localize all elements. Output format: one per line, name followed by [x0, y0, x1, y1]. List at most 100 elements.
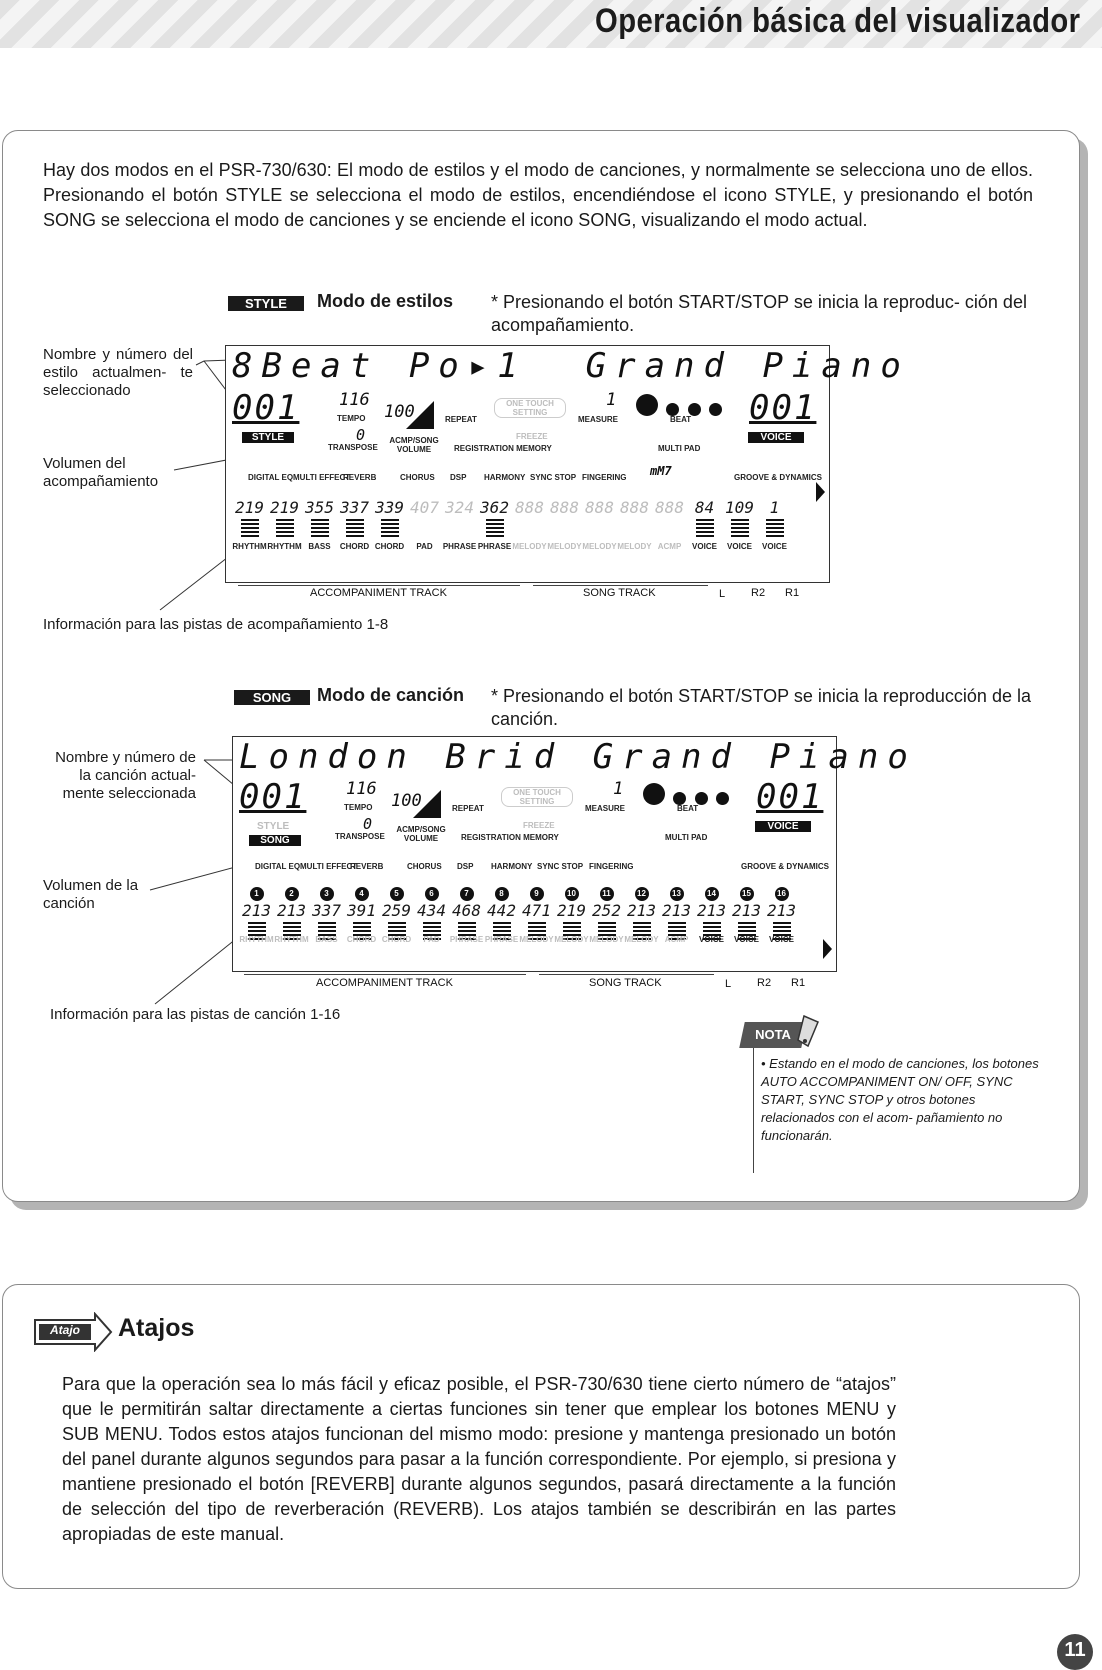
part-label: PAD [416, 542, 433, 551]
volume-readout: 100 [391, 791, 422, 811]
atajos-panel [2, 1284, 1080, 1589]
track-value: 219 [235, 498, 264, 517]
groove-label: GROOVE & DYNAMICS [734, 473, 823, 482]
digital-eq-label: DIGITAL EQ [255, 862, 301, 871]
track-value: 219 [270, 498, 299, 517]
track-value: 213 [242, 901, 271, 920]
part-label: CHORD [339, 542, 370, 551]
part-label: VOICE [692, 542, 717, 551]
part-label: MELODY [582, 542, 617, 551]
song-track-label: SONG TRACK [583, 587, 656, 599]
part-label: PHRASE [477, 542, 512, 551]
part-label: BASS [315, 935, 338, 944]
right-arrow-icon [816, 482, 825, 502]
nota-text: • Estando en el modo de canciones, los b… [761, 1056, 1039, 1143]
freeze-label: FREEZE [523, 821, 555, 830]
transpose-readout: 0 [356, 426, 366, 444]
multi-pad-label: MULTI PAD [658, 444, 701, 453]
voice-icon-on: VOICE [755, 821, 811, 832]
reverb-label: REVERB [350, 862, 384, 871]
style-callout-tracks: Información para las pistas de acompañam… [43, 616, 389, 633]
part-label: MELODY [617, 542, 652, 551]
track-value: 109 [725, 498, 754, 517]
song-part-labels: RHYTHM RHYTHM BASS CHORD CHORD PAD PHRAS… [239, 935, 799, 944]
beat-indicator [643, 783, 730, 810]
style-name-readout: 8Beat Po▸1 Grand Piano [232, 346, 910, 386]
track-value: 213 [732, 901, 761, 920]
track-value: 213 [697, 901, 726, 920]
tempo-readout: 116 [346, 779, 377, 799]
song-callout-volume: Volumen de la canción [43, 877, 139, 912]
track-value: 259 [382, 901, 411, 920]
groove-label: GROOVE & DYNAMICS [741, 862, 830, 871]
one-touch-label: ONE TOUCH SETTING [494, 398, 566, 418]
registration-label: REGISTRATION MEMORY [454, 444, 552, 453]
dsp-label: DSP [450, 473, 467, 482]
sync-stop-label: SYNC STOP [537, 862, 584, 871]
volume-wedge-icon [413, 790, 441, 818]
part-label: RHYTHM [239, 935, 274, 944]
track-value: 355 [305, 498, 334, 517]
acmp-volume-label: ACMP/SONG VOLUME [389, 436, 439, 454]
r1-label: R1 [785, 587, 800, 599]
track-value: 252 [592, 901, 621, 920]
dsp-label: DSP [457, 862, 474, 871]
part-label: MELODY [589, 935, 624, 944]
part-label: VOICE [762, 542, 787, 551]
acmp-volume-label: ACMP/SONG VOLUME [396, 825, 446, 843]
style-number-readout: 001 [232, 388, 300, 428]
r2-label: R2 [751, 587, 766, 599]
style-lcd-display: 8Beat Po▸1 Grand Piano 001 116 TEMPO 100… [225, 345, 901, 583]
tempo-label: TEMPO [337, 414, 366, 423]
atajo-badge-label: Atajo [50, 1323, 80, 1337]
part-label: PHRASE [484, 935, 519, 944]
style-callout-volume: Volumen del acompañamiento [43, 455, 159, 490]
part-label: CHORD [346, 935, 377, 944]
part-label: CHORD [374, 542, 405, 551]
part-label: VOICE [727, 542, 752, 551]
tempo-label: TEMPO [344, 803, 373, 812]
song-mode-note: * Presionando el botón START/STOP se ini… [491, 686, 1031, 729]
style-mode-title: Modo de estilos [317, 291, 454, 311]
song-track-underline [533, 585, 708, 586]
registration-label: REGISTRATION MEMORY [461, 833, 559, 842]
track-value: 1 [769, 498, 780, 517]
track-value: 442 [487, 901, 516, 920]
fingering-label: FINGERING [582, 473, 627, 482]
track-value: 324 [445, 498, 474, 517]
voice-number-readout: 001 [756, 777, 824, 817]
song-track-underline [539, 974, 714, 975]
part-label: RHYTHM [274, 935, 309, 944]
freeze-label: FREEZE [516, 432, 548, 441]
track-value: 391 [347, 901, 376, 920]
main-panel [2, 130, 1080, 1202]
repeat-label: REPEAT [445, 415, 477, 424]
page-number-label: 11 [1064, 1639, 1086, 1661]
part-label: MELODY [512, 542, 547, 551]
track-value: 888 [585, 498, 614, 517]
song-track-label: SONG TRACK [589, 977, 662, 989]
part-label: VOICE [769, 935, 794, 944]
harmony-label: HARMONY [484, 473, 526, 482]
volume-wedge-icon [406, 401, 434, 429]
style-callout-name: Nombre y número del estilo actualmen- te… [43, 346, 193, 399]
style-track-values: 219 219 355 337 339 407 324 362 888 888 … [232, 498, 792, 537]
part-label: RHYTHM [232, 542, 267, 551]
track-value: 213 [767, 901, 796, 920]
style-icon-on: STYLE [242, 432, 294, 443]
part-label: VOICE [699, 935, 724, 944]
song-number-readout: 001 [239, 777, 307, 817]
song-callout-tracks: Información para las pistas de canción 1… [50, 1006, 341, 1023]
acmp-track-label: ACCOMPANIMENT TRACK [316, 977, 453, 989]
track-value: 407 [410, 498, 439, 517]
part-label: PHRASE [449, 935, 484, 944]
beat-indicator [636, 394, 723, 421]
sync-stop-label: SYNC STOP [530, 473, 577, 482]
beat-label: BEAT [677, 804, 699, 813]
style-part-labels: RHYTHM RHYTHM BASS CHORD CHORD PAD PHRAS… [232, 542, 792, 551]
measure-label: MEASURE [578, 415, 619, 424]
right-arrow-icon [823, 939, 832, 959]
page-header: Operación básica del visualizador [0, 0, 1102, 48]
voice-number-readout: 001 [749, 388, 817, 428]
part-label: MELODY [554, 935, 589, 944]
